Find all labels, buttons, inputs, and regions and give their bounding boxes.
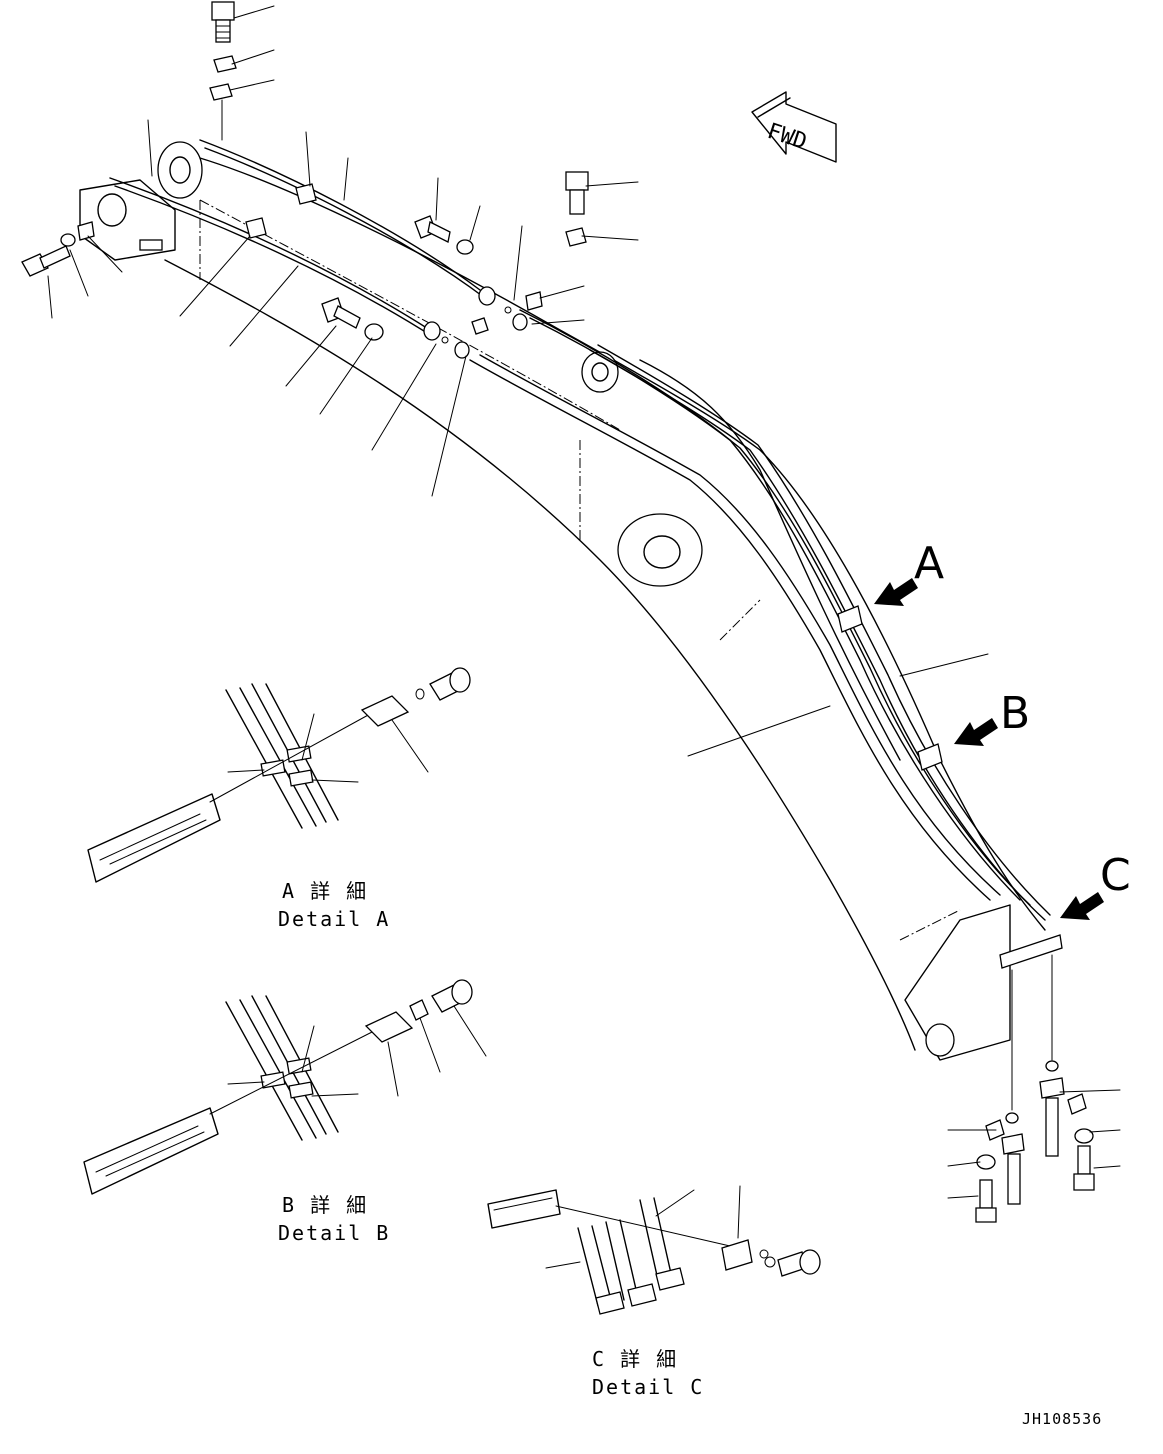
boom-foot-boss xyxy=(157,141,203,199)
washer-r1 xyxy=(1074,1128,1094,1144)
hydraulic-pipes xyxy=(109,139,1051,921)
hose-end-1 xyxy=(1045,1097,1059,1157)
boom-tip-boss xyxy=(925,1023,955,1057)
detail-a: A 詳 細 Detail A xyxy=(87,667,471,931)
fwd-arrow-icon: FWD xyxy=(751,91,837,163)
leader-lines xyxy=(47,5,1121,1199)
detail-c-clamp xyxy=(721,1239,753,1271)
drawing-id: JH108536 xyxy=(1022,1410,1102,1428)
detail-c-title-en: Detail C xyxy=(592,1375,704,1399)
callout-a-arrow-icon xyxy=(874,578,918,606)
clamp-at-a xyxy=(837,605,863,633)
fitting-2 xyxy=(423,321,441,341)
fitting-clamp xyxy=(471,317,489,335)
callout-a: A xyxy=(874,538,944,606)
callout-c: C xyxy=(1060,850,1131,920)
bolt-r1 xyxy=(1073,1145,1095,1191)
cylinder-pin-boss xyxy=(581,351,619,393)
right-top-plate xyxy=(565,227,587,247)
detail-c: C 詳 細 Detail C xyxy=(487,1185,821,1399)
main-view-hardware xyxy=(21,1,1095,1223)
clamp-at-c xyxy=(999,934,1063,969)
left-washer xyxy=(60,233,76,247)
left-clamp xyxy=(77,221,95,241)
fitting-1 xyxy=(478,286,496,306)
hose-end-clamp-1 xyxy=(1039,1077,1065,1099)
hose-end-clamp-2 xyxy=(1001,1133,1025,1155)
detail-b-title-jp: B 詳 細 xyxy=(282,1193,368,1217)
joint-bolt-1 xyxy=(414,215,451,243)
detail-c-bracket xyxy=(487,1189,561,1229)
detail-b-washer xyxy=(409,999,429,1021)
detail-b-bracket xyxy=(83,1107,219,1195)
detail-a-bracket xyxy=(87,793,221,883)
right-top-bolt xyxy=(565,171,589,215)
fitting-3 xyxy=(454,341,470,359)
top-clamp-plate xyxy=(213,55,237,73)
callout-b-arrow-icon xyxy=(954,718,998,746)
callout-b-label: B xyxy=(1000,688,1030,739)
bolt-r2 xyxy=(975,1179,997,1223)
foot-mount-block xyxy=(79,179,176,261)
top-bolt xyxy=(211,1,235,43)
fitting-4 xyxy=(512,313,528,331)
detail-b-clamp xyxy=(364,1011,414,1043)
detail-b-title-en: Detail B xyxy=(278,1221,390,1245)
fwd-label: FWD xyxy=(764,119,810,155)
joint-washer-2 xyxy=(364,323,384,341)
fitting-clamp-2 xyxy=(525,291,543,311)
top-washer-plate xyxy=(209,83,233,101)
left-bolt xyxy=(21,245,71,277)
detail-a-title-en: Detail A xyxy=(278,907,390,931)
boom-structure xyxy=(157,141,1046,1061)
hose-end-2 xyxy=(1007,1153,1021,1205)
callout-c-arrow-icon xyxy=(1060,892,1104,920)
callout-c-label: C xyxy=(1100,850,1131,901)
callout-b: B xyxy=(954,688,1030,746)
detail-a-title-jp: A 詳 細 xyxy=(282,879,368,903)
joint-washer-1 xyxy=(456,239,474,255)
center-pin-boss xyxy=(617,513,703,587)
clamp-at-b xyxy=(917,743,943,771)
detail-b: B 詳 細 Detail B xyxy=(83,979,487,1245)
callout-a-label: A xyxy=(914,538,944,589)
detail-c-title-jp: C 詳 細 xyxy=(592,1347,678,1371)
mid-clamp-2 xyxy=(245,217,267,239)
mid-clamp-1 xyxy=(295,183,317,205)
detail-a-clamp xyxy=(360,695,410,727)
joint-bolt-2 xyxy=(321,297,361,329)
